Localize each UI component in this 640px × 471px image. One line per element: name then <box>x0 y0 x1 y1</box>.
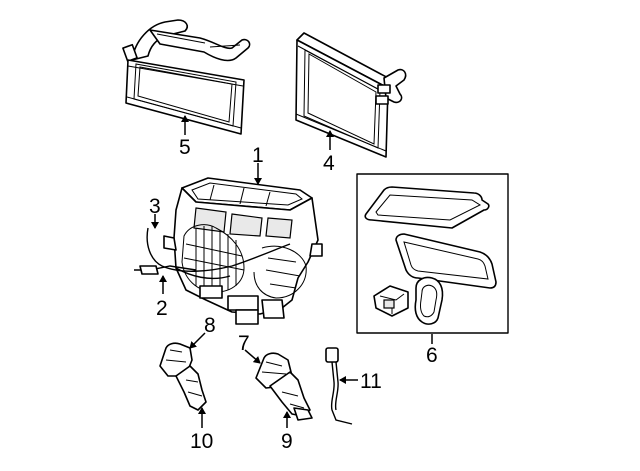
callout-labels: 1 2 3 4 5 6 7 8 9 10 11 <box>149 136 438 453</box>
callout-2: 2 <box>156 297 168 320</box>
evaporator-part-4 <box>295 32 407 158</box>
callout-10: 10 <box>190 430 213 453</box>
callout-3: 3 <box>149 195 161 218</box>
callout-4: 4 <box>323 152 335 175</box>
duct-part-7-9 <box>255 352 313 421</box>
callout-11: 11 <box>360 370 382 393</box>
callout-7: 7 <box>238 332 250 355</box>
callout-8: 8 <box>204 314 216 337</box>
callout-9: 9 <box>281 430 293 453</box>
heater-core-part-5 <box>122 19 251 135</box>
duct-part-8-10 <box>159 342 207 411</box>
hvac-case-part-1 <box>163 177 323 325</box>
seal-kit-part-6 <box>356 173 509 334</box>
callout-1: 1 <box>252 144 264 167</box>
sensor-part-11 <box>325 347 353 425</box>
callout-5: 5 <box>179 136 191 159</box>
callout-6: 6 <box>426 344 438 367</box>
leader-lines <box>151 115 433 428</box>
cable-part-2-3 <box>134 227 291 280</box>
